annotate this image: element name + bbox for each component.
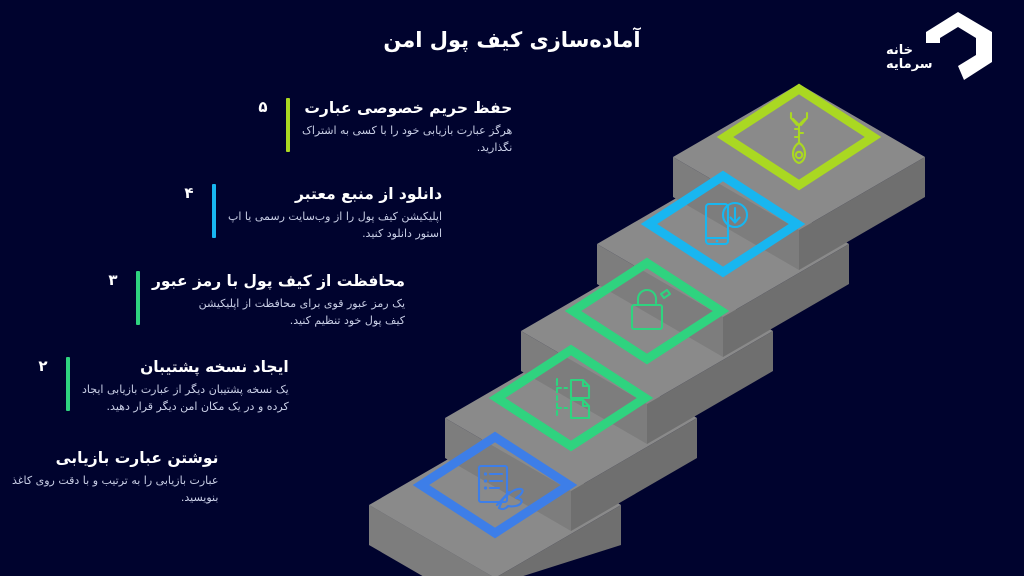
file-backup-copy-icon [555,377,591,420]
brand-logo: خانه سرمایه [880,8,1010,90]
step-accent-bar-4 [212,184,216,238]
step-tile-4[interactable] [640,170,806,278]
step-text-5: ۵ حفظ حریم خصوصی عبارت هرگز عبارت بازیاب… [250,98,700,156]
step-tile-5[interactable] [716,83,882,191]
step-accent-bar-3 [136,271,140,325]
step-title-2: ایجاد نسخه پشتیبان [140,358,289,376]
padlock-icon [630,288,672,331]
step-text-2: ۲ ایجاد نسخه پشتیبان یک نسخه پشتیبان دیگ… [30,357,530,415]
step-desc-4-line2: استور دانلود کنید. [362,226,443,240]
step-tile-3[interactable] [564,257,730,365]
step-desc-4-line1: اپلیکیشن کیف پول را از وب‌سایت رسمی یا ا… [228,209,443,223]
phone-download-icon [704,201,749,246]
logo-house-icon [926,12,992,80]
step-desc-5-line2: نگذارید. [476,140,513,154]
step-desc-2-line2: کرده و در یک مکان امن دیگر قرار دهید. [106,399,289,413]
step-tile-2[interactable] [488,344,654,452]
hand-writing-note-icon [477,464,524,511]
step-title-1: نوشتن عبارت بازیابی [55,449,219,467]
logo-line-1: خانه [886,43,914,58]
page-title: آماده‌سازی کیف پول امن [383,28,641,52]
step-number-3: ۳ [108,271,118,289]
step-desc-1-line2: بنویسید. [180,490,219,504]
step-text-1: ۱ نوشتن عبارت بازیابی عبارت بازیابی را ب… [0,448,460,506]
logo-line-2: سرمایه [886,56,933,72]
step-number-5: ۵ [258,98,268,116]
step-tile-1[interactable] [412,431,578,539]
step-number-4: ۴ [184,184,194,202]
step-desc-3-line2: کیف پول خود تنظیم کنید. [289,313,406,327]
step-title-4: دانلود از منبع معتبر [295,185,443,203]
step-desc-5-line1: هرگز عبارت بازیابی خود را با کسی به اشتر… [302,123,513,137]
step-text-3: ۳ محافظت از کیف پول با رمز عبور یک رمز ع… [100,271,600,329]
zipper-icon [789,111,809,165]
step-desc-1-line1: عبارت بازیابی را به ترتیب و با دقت روی ک… [12,473,219,487]
step-desc-3-line1: یک رمز عبور قوی برای محافظت از اپلیکیشن [198,296,406,310]
step-accent-bar-5 [286,98,290,152]
step-title-5: حفظ حریم خصوصی عبارت [304,99,513,117]
step-number-2: ۲ [38,357,48,375]
step-title-3: محافظت از کیف پول با رمز عبور [152,272,406,290]
step-desc-2-line1: یک نسخه پشتیبان دیگر از عبارت بازیابی ای… [82,382,289,396]
step-accent-bar-2 [66,357,70,411]
logo-wordmark: خانه سرمایه [886,44,958,71]
step-text-4: ۴ دانلود از منبع معتبر اپلیکیشن کیف پول … [176,184,626,242]
